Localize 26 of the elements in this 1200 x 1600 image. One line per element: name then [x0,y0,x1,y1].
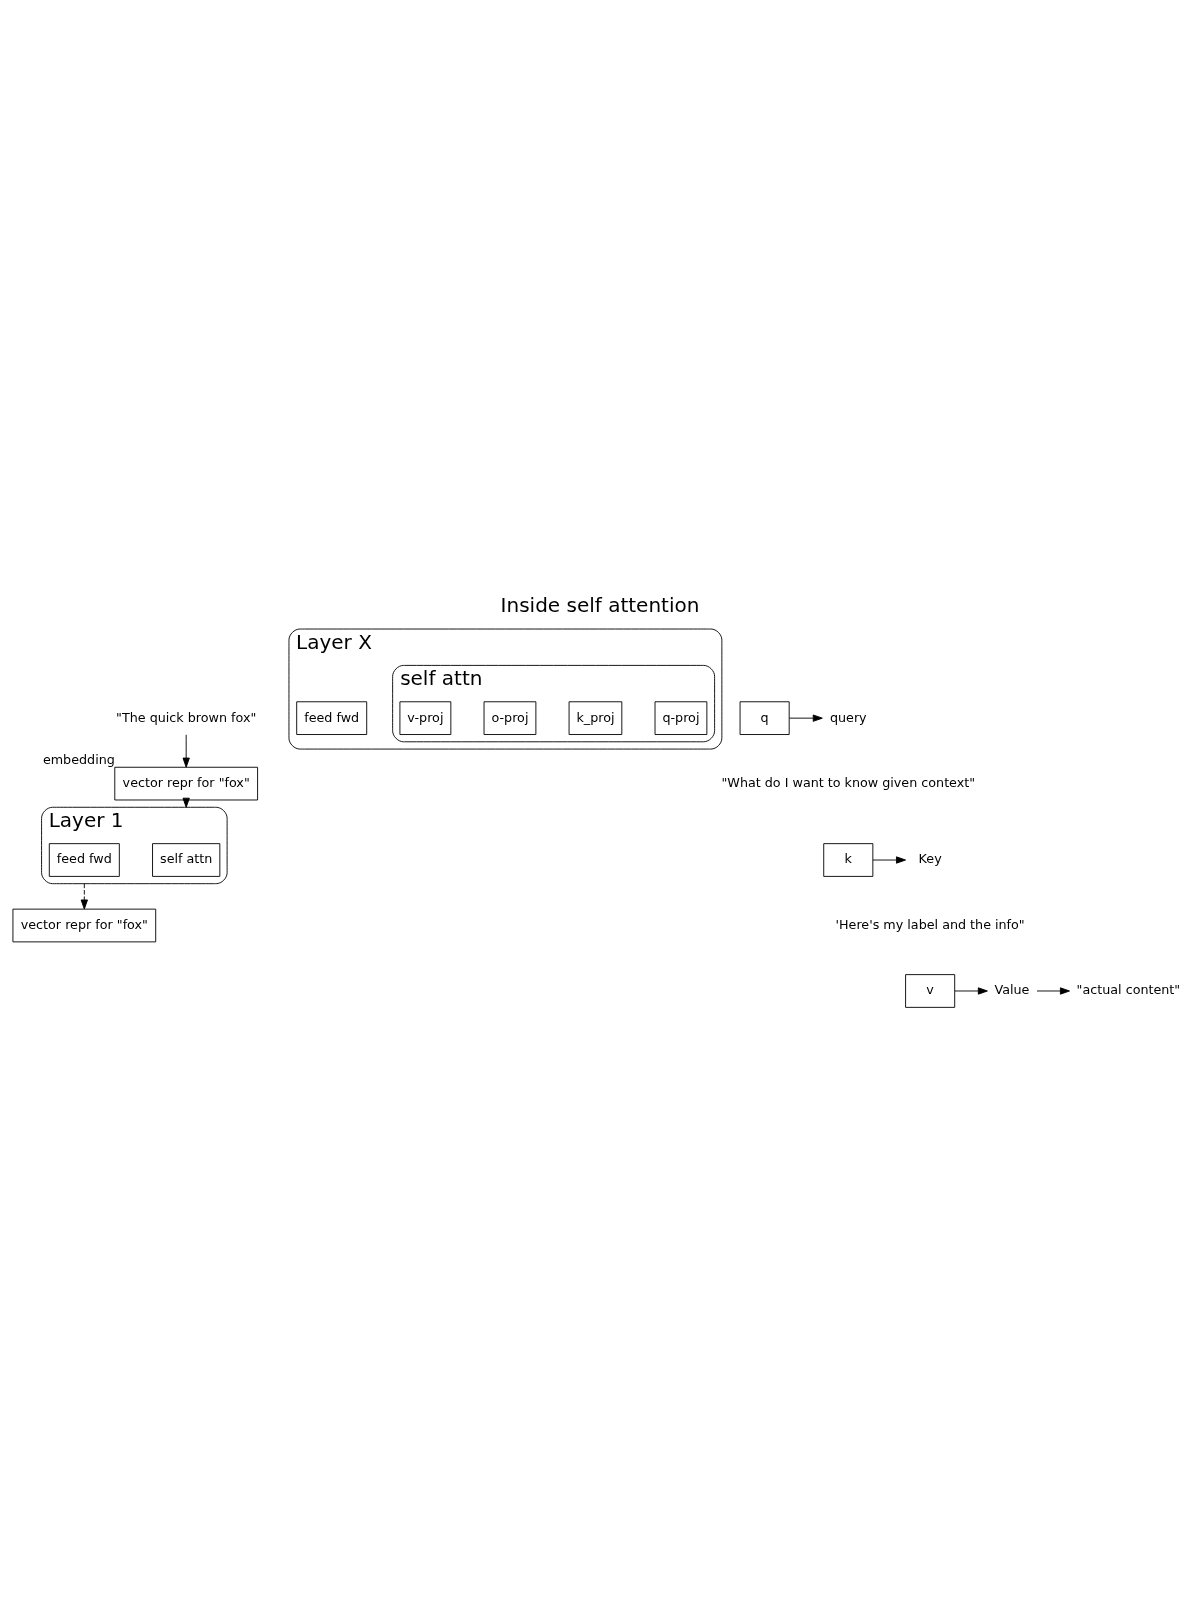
arrow [954,987,988,995]
arrow [182,734,190,768]
node-box: feed fwd [296,701,368,735]
node-box: feed fwd [48,843,120,877]
node-text: "actual content" [1076,982,1181,998]
arrow [872,856,906,864]
node-label: embedding [42,751,115,767]
node-box: k_proj [568,701,623,735]
label: 'Here's my label and the info" [835,916,1025,932]
node-text: query [829,709,867,725]
node-box: self attn [152,843,221,877]
node-box: o-proj [483,701,537,735]
node-box: vector repr for "fox" [12,908,157,943]
node-text: Key [918,851,942,867]
arrow [789,714,823,722]
label: "What do I want to know given context" [721,774,976,790]
arrow [80,883,88,910]
node-text: "The quick brown fox" [116,709,257,725]
node-box: k [823,843,874,877]
node-text: Value [994,982,1030,998]
node-box: v [905,974,956,1008]
diagram-title: Inside self attention [500,593,700,618]
node-box: v-proj [399,701,452,735]
arrow [1036,987,1070,995]
node-box: q-proj [654,701,708,735]
node-box: q [739,701,790,735]
